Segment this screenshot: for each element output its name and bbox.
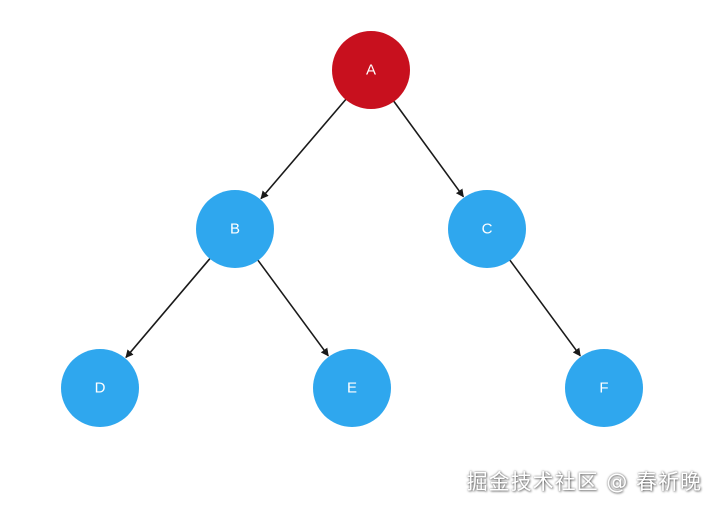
- node-circle-c: [448, 190, 526, 268]
- node-label-a: A: [366, 62, 376, 79]
- edge-c-f: [508, 258, 581, 357]
- node-b: B: [196, 190, 274, 268]
- watermark-text: 掘金技术社区 @ 春祈晚: [466, 470, 702, 494]
- node-a: A: [332, 31, 410, 109]
- node-circle-e: [313, 349, 391, 427]
- node-label-f: F: [599, 380, 608, 397]
- node-e: E: [313, 349, 391, 427]
- edges: [125, 97, 581, 359]
- node-circle-d: [61, 349, 139, 427]
- nodes: A B C D E F: [61, 31, 643, 427]
- node-label-e: E: [347, 380, 357, 397]
- edge-a-b: [260, 97, 348, 200]
- node-circle-f: [565, 349, 643, 427]
- node-label-b: B: [230, 221, 240, 238]
- node-circle-a: [332, 31, 410, 109]
- node-d: D: [61, 349, 139, 427]
- edge-b-d: [125, 256, 212, 359]
- edge-a-c: [392, 99, 465, 198]
- node-f: F: [565, 349, 643, 427]
- edge-b-e: [256, 258, 329, 357]
- node-c: C: [448, 190, 526, 268]
- node-label-c: C: [482, 221, 493, 238]
- node-circle-b: [196, 190, 274, 268]
- node-label-d: D: [95, 380, 106, 397]
